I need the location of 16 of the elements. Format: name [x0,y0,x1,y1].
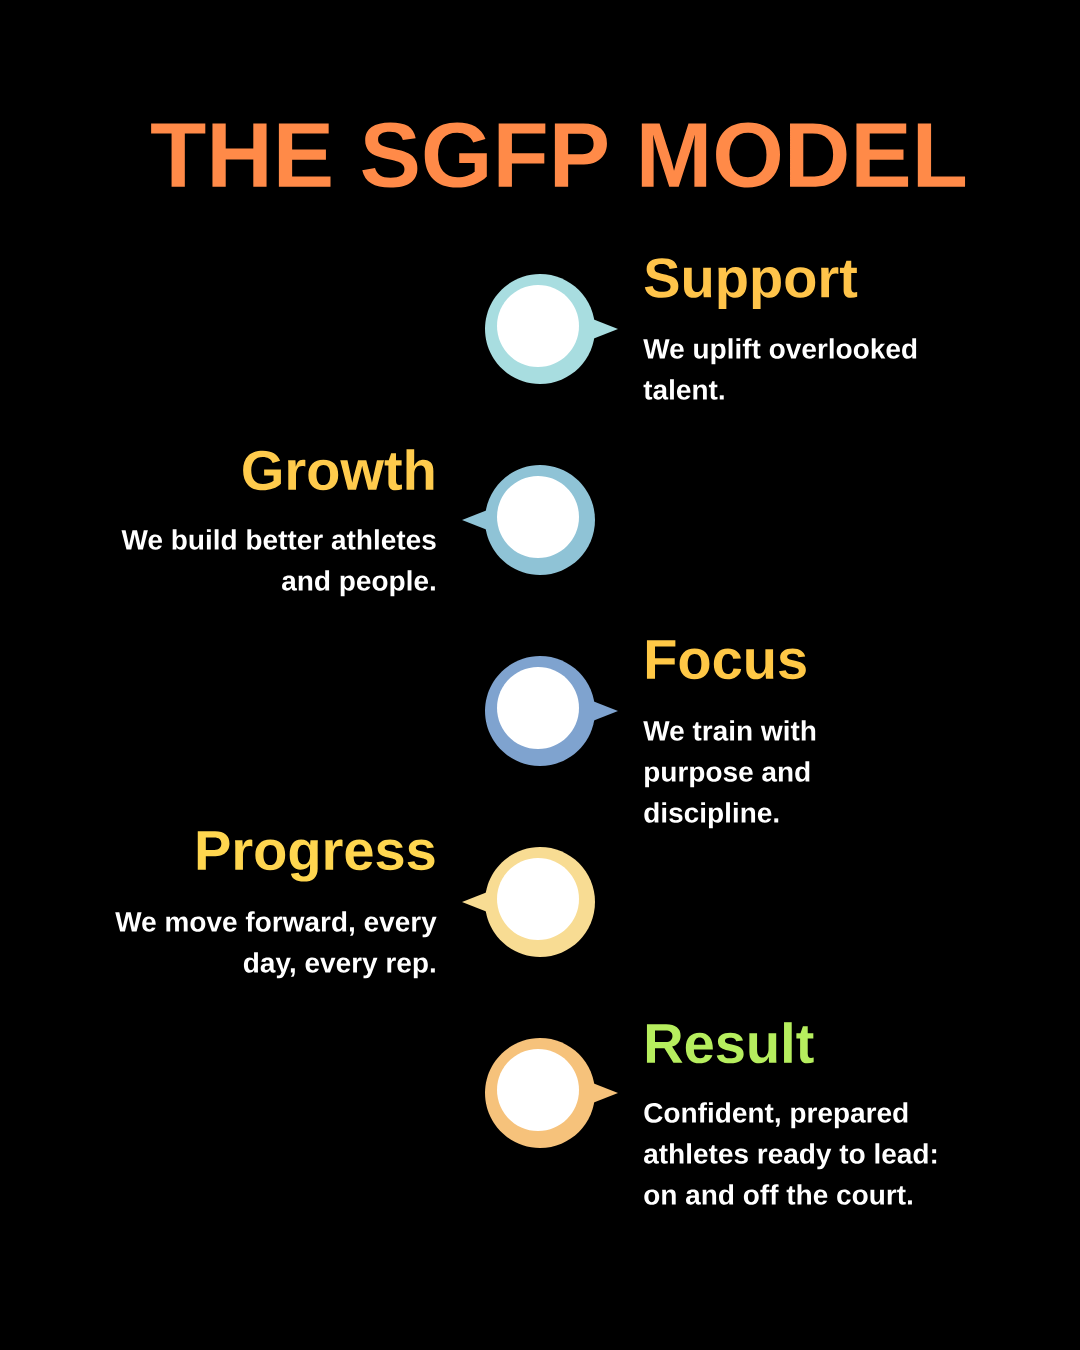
circle-marker [485,1038,618,1148]
circle-marker [462,465,595,575]
heading: Result [646,1022,814,1064]
description: We train with purpose and discipline. [643,720,816,829]
description: We move forward, every day, every rep. [115,911,437,979]
heading: Progress [197,831,435,882]
heading: Focus [646,640,806,680]
heading: Growth [243,449,434,491]
title: THE SGFP MODEL [151,122,966,188]
circle-marker [485,274,618,384]
heading: Support [644,258,858,309]
description: Confident, prepared athletes ready to lead: on and off the court. [644,1102,937,1205]
circle-marker [462,847,595,957]
description: We build better athletes and people. [121,529,436,597]
circle-marker [485,656,618,766]
description: We uplift overlooked talent. [643,338,917,400]
